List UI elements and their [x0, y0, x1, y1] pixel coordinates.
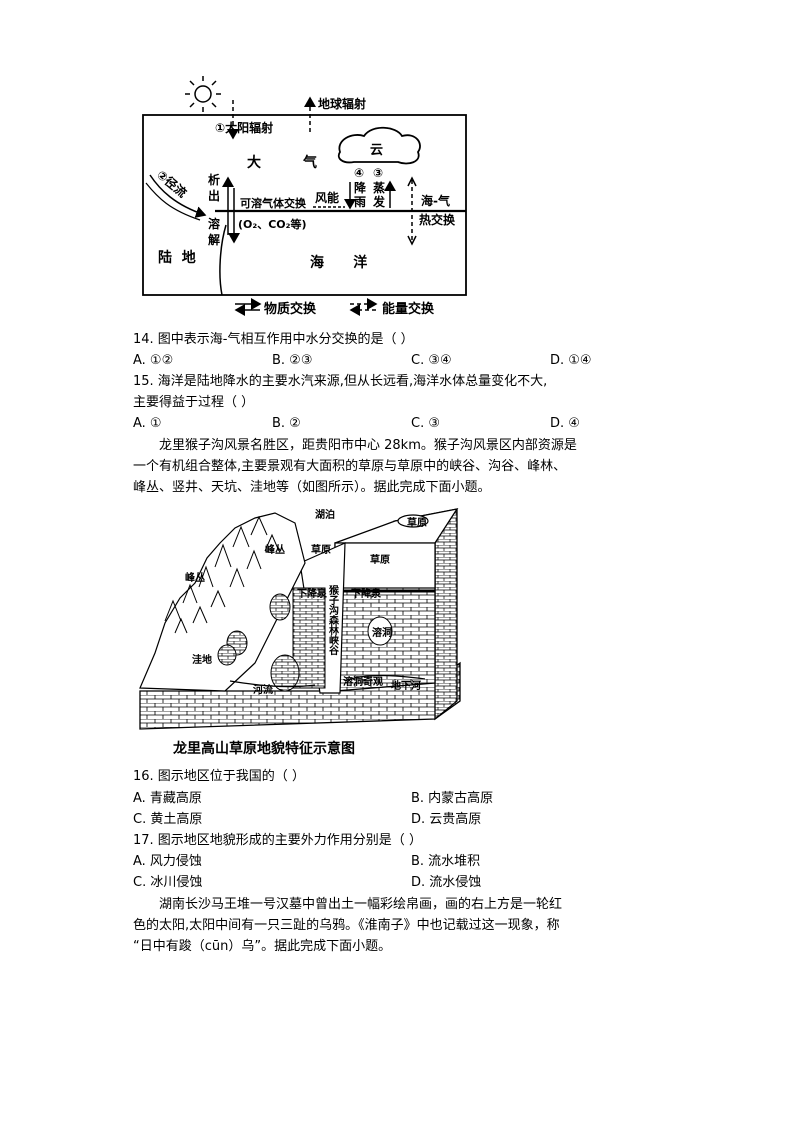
passage-1-line-2: 一个有机组合整体,主要景观有大面积的草原与草原中的峡谷、沟谷、峰林、	[133, 459, 567, 474]
coastline	[219, 224, 227, 296]
cave-label: 溶洞	[372, 626, 392, 639]
evap-label-2: 发	[372, 194, 386, 209]
q14-option-b[interactable]: B. ②③	[272, 353, 313, 368]
soluble-gas-label: 可溶气体交换	[240, 196, 307, 210]
release-label-1: 析	[208, 172, 220, 187]
depression-label: 洼地	[192, 653, 212, 666]
sink-right-label: 下降泉	[351, 587, 382, 600]
figure-2-caption: 龙里高山草原地貌特征示意图	[172, 740, 355, 757]
q14-option-a[interactable]: A. ①②	[133, 353, 174, 368]
sea-air-interaction-diagram: 地球辐射 ①太阳辐射 云 大 气 ②径流 析 出 溶 解 可溶气体交换 (O₂、…	[142, 76, 467, 317]
dissolve-label-1: 溶	[208, 216, 220, 231]
passage-2-line-2: 色的太阳,太阳中间有一只三趾的乌鸦。《淮南子》中也记载过这一现象，称	[133, 918, 560, 933]
q15-option-c[interactable]: C. ③	[411, 416, 440, 431]
question-17-stem: 17. 图示地区地貌形成的主要外力作用分别是（ ）	[133, 833, 422, 848]
runoff-label: ②径流	[154, 167, 190, 200]
q16-option-c[interactable]: C. 黄土高原	[133, 812, 203, 827]
ocean-label: 海 洋	[310, 254, 367, 271]
sun-icon	[185, 76, 221, 112]
runoff-line	[145, 182, 201, 221]
passage-2-line-3: “日中有踆（cūn）乌”。据此完成下面小题。	[133, 939, 392, 954]
sink-left-label: 下降泉	[297, 587, 328, 600]
q17-option-c[interactable]: C. 冰川侵蚀	[133, 875, 203, 890]
lake-label: 湖泊	[315, 508, 335, 521]
peak-cluster-label-1: 峰丛	[265, 543, 285, 556]
atmosphere-label-1: 大	[247, 154, 261, 171]
gorge-label: 猴子沟森林峡谷	[327, 584, 340, 656]
q17-option-b[interactable]: B. 流水堆积	[411, 854, 481, 869]
grass-top-label: 草原	[407, 516, 427, 529]
cloud-icon	[337, 126, 421, 165]
underground-river	[344, 674, 426, 682]
legend-energy: 能量交换	[349, 298, 435, 317]
precip-label-2: 雨	[354, 195, 366, 209]
heat-label-1: 海-气	[421, 193, 450, 208]
evap-label-1: 蒸	[373, 180, 385, 195]
legend-material: 物质交换	[234, 298, 317, 317]
passage-1-line-1: 龙里猴子沟风景名胜区，距贵阳市中心 28km。猴子沟风景区内部资源是	[159, 438, 577, 453]
passage-1-line-3: 峰丛、竖井、天坑、洼地等（如图所示）。据此完成下面小题。	[133, 480, 491, 495]
heat-label-2: 热交换	[419, 212, 456, 227]
q14-option-c[interactable]: C. ③④	[411, 353, 452, 368]
karst-hills	[217, 593, 300, 692]
peak-cluster-label-2: 峰丛	[185, 571, 205, 584]
land-label: 陆 地	[158, 249, 196, 266]
q16-option-a[interactable]: A. 青藏高原	[133, 791, 202, 806]
plateau-surface	[334, 508, 459, 544]
question-14-stem: 14. 图中表示海-气相互作用中水分交换的是（ ）	[133, 332, 414, 347]
river	[229, 680, 316, 688]
peak-cones	[164, 515, 280, 634]
wind-label: 风能	[315, 190, 339, 205]
q17-option-d[interactable]: D. 流水侵蚀	[411, 875, 482, 890]
atmosphere-label-2: 气	[302, 154, 317, 171]
river-label: 河流	[253, 683, 273, 696]
lake-icon	[397, 514, 429, 528]
label-3: ③	[373, 166, 383, 180]
question-15-stem-2: 主要得益于过程（ ）	[133, 395, 255, 410]
karst-landform-diagram: 湖泊 草原 草原 草原 峰丛 峰丛 洼地 河流 下降泉 下降泉 猴子沟森林峡谷 …	[139, 508, 461, 757]
q15-option-a[interactable]: A. ①	[133, 416, 162, 431]
runoff-arrow	[149, 174, 207, 218]
legend-material-label: 物质交换	[264, 301, 317, 317]
cave-icon	[367, 616, 393, 646]
release-label-2: 出	[208, 188, 220, 203]
label-4: ④	[354, 166, 364, 180]
gases-label: (O₂、CO₂等)	[238, 217, 306, 231]
dissolve-label-2: 解	[208, 232, 220, 247]
diagram-frame	[142, 114, 467, 296]
q16-option-b[interactable]: B. 内蒙古高原	[411, 791, 494, 806]
q15-option-d[interactable]: D. ④	[550, 416, 580, 431]
q14-option-d[interactable]: D. ①④	[550, 353, 592, 368]
q17-option-a[interactable]: A. 风力侵蚀	[133, 854, 202, 869]
cave-wonder-label: 溶洞奇观	[343, 675, 383, 688]
q16-option-d[interactable]: D. 云贵高原	[411, 812, 482, 827]
question-15-stem-1: 15. 海洋是陆地降水的主要水汽来源,但从长远看,海洋水体总量变化不大,	[133, 374, 548, 389]
grass-right-label: 草原	[370, 553, 390, 566]
passage-2-line-1: 湖南长沙马王堆一号汉墓中曾出土一幅彩绘帛画，画的右上方是一轮红	[159, 897, 563, 912]
earth-radiation-label: 地球辐射	[318, 96, 366, 111]
grass-left-label: 草原	[311, 543, 331, 556]
precip-label-1: 降	[354, 180, 367, 195]
cloud-label: 云	[370, 143, 383, 158]
question-16-stem: 16. 图示地区位于我国的（ ）	[133, 769, 305, 784]
solar-radiation-label: ①太阳辐射	[215, 120, 273, 135]
legend-energy-label: 能量交换	[382, 301, 435, 317]
underground-river-label: 地下河	[391, 679, 421, 692]
q15-option-b[interactable]: B. ②	[272, 416, 301, 431]
